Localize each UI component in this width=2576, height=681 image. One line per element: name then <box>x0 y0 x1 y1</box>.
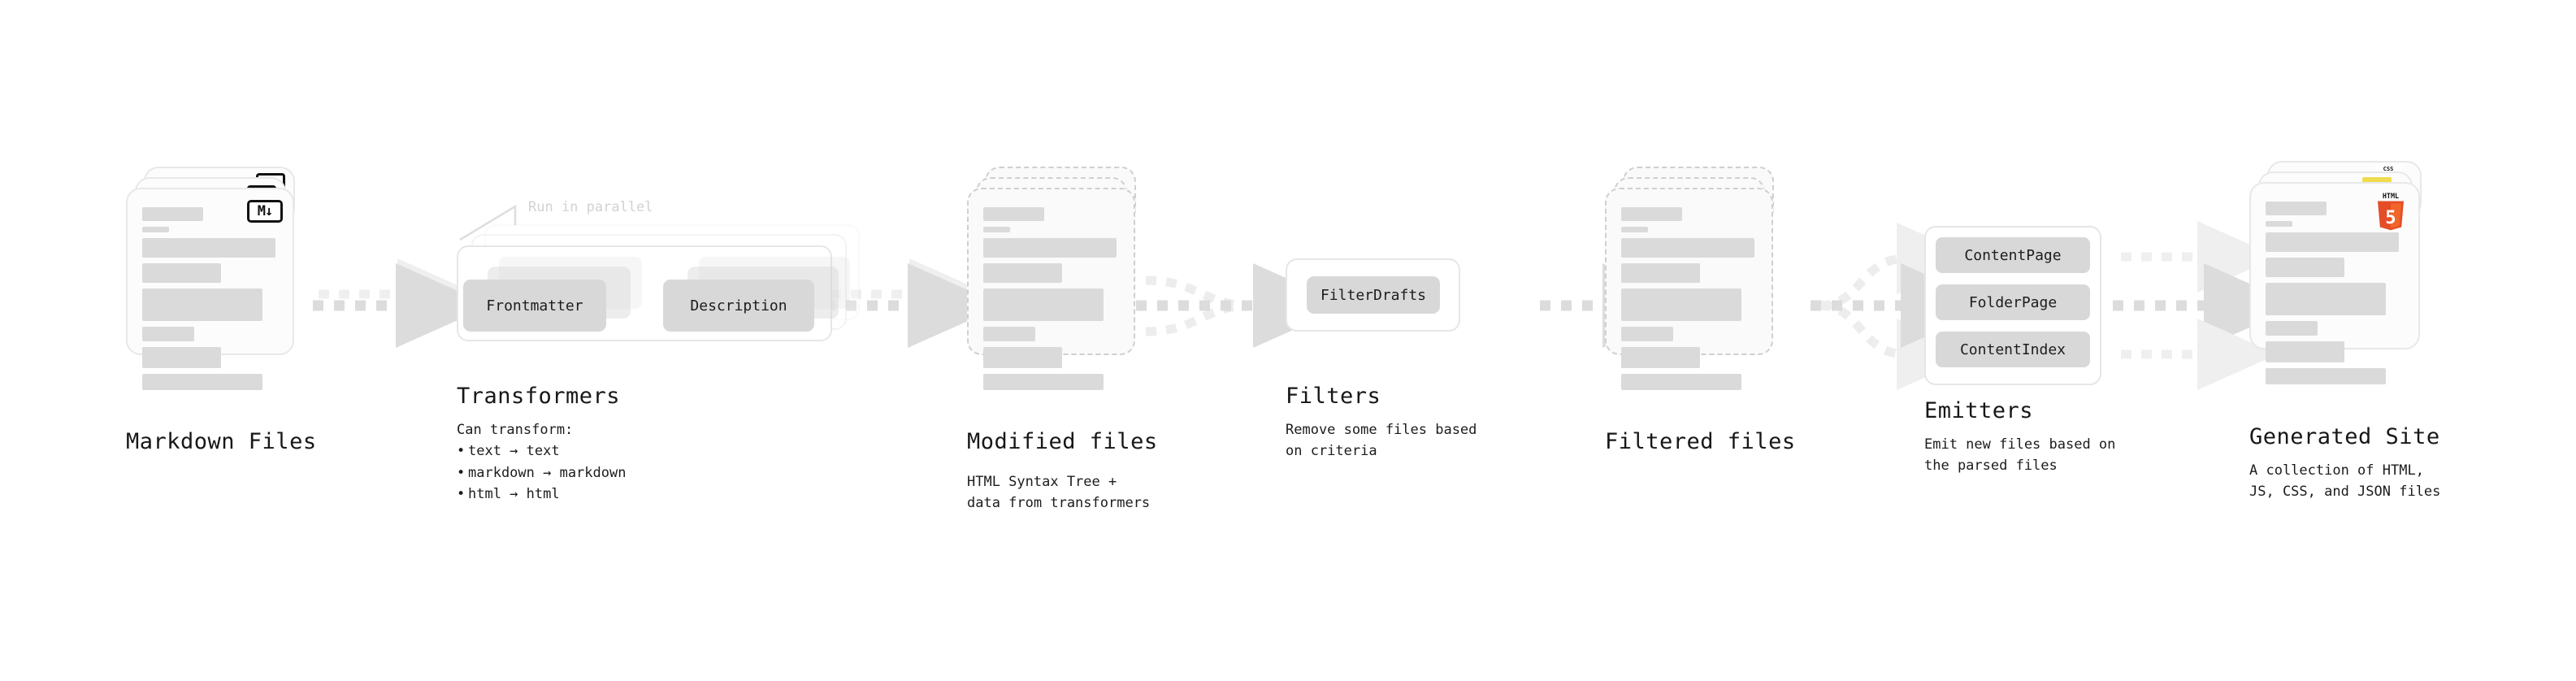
placeholder-bar <box>983 374 1104 390</box>
placeholder-bar <box>1621 327 1673 341</box>
arrow-markdown-to-transformers <box>313 258 491 348</box>
plugin-chip-contentpage[interactable]: ContentPage <box>1936 237 2090 273</box>
stage-title-transformers: Transformers <box>457 384 621 409</box>
placeholder-bar <box>2266 283 2386 315</box>
placeholder-bar <box>142 207 203 221</box>
placeholder-bar <box>983 227 1010 232</box>
stage-subtitle-emitters: Emit new files based on the parsed files <box>1924 436 2116 475</box>
paper-sheet-front: M↓ <box>126 188 294 390</box>
plugin-chip-frontmatter[interactable]: Frontmatter <box>463 280 606 332</box>
placeholder-bars <box>1621 207 1759 396</box>
placeholder-bar <box>1621 207 1682 221</box>
capability-item: html → html <box>457 484 626 505</box>
arrow-filtered-to-emitters <box>1811 223 1996 390</box>
capability-item: markdown → markdown <box>457 462 626 484</box>
placeholder-bar <box>142 347 221 368</box>
paper-sheet-front <box>1605 188 1773 390</box>
placeholder-bar <box>142 227 169 232</box>
placeholder-bar <box>142 288 262 321</box>
placeholder-bar <box>1621 347 1700 368</box>
stage-title-filtered-files: Filtered files <box>1605 429 1796 454</box>
placeholder-bar <box>983 263 1062 283</box>
stage-filtered-files <box>1605 167 1776 390</box>
run-in-parallel-annotation: Run in parallel <box>528 199 653 215</box>
placeholder-bar <box>2266 341 2344 362</box>
placeholder-bar <box>1621 227 1648 232</box>
css-icon-label: CSS <box>2383 166 2394 172</box>
modified-files-card-stack <box>967 167 1138 390</box>
paper-sheet-front <box>967 188 1135 390</box>
stage-subtitle-filters: Remove some files based on criteria <box>1286 422 1477 460</box>
arrow-modified-to-filters <box>1136 263 1348 348</box>
placeholder-bar <box>142 263 221 283</box>
placeholder-bars <box>142 207 280 396</box>
stage-title-modified-files: Modified files <box>967 429 1158 454</box>
html5-icon: HTML 5 <box>2378 192 2404 231</box>
capabilities-header: Can transform: <box>457 422 574 438</box>
paper-sheet-front: HTML 5 <box>2249 182 2420 384</box>
markdown-icon: M↓ <box>247 200 283 223</box>
placeholder-bar <box>2266 321 2318 336</box>
placeholder-bar <box>1621 238 1754 258</box>
placeholder-bar <box>142 327 194 341</box>
html5-icon-number: 5 <box>2385 207 2396 228</box>
placeholder-bar <box>983 238 1117 258</box>
placeholder-bars <box>983 207 1121 396</box>
plugin-chip-contentindex[interactable]: ContentIndex <box>1936 332 2090 367</box>
plugin-chip-folderpage[interactable]: FolderPage <box>1936 284 2090 320</box>
transformers-capabilities: Can transform: text → text markdown → ma… <box>457 419 626 505</box>
stage-title-filters: Filters <box>1286 384 1381 409</box>
placeholder-bar <box>2266 221 2292 227</box>
placeholder-bar <box>2266 232 2399 252</box>
markdown-files-card-stack: M↓ M↓ M↓ <box>126 167 297 390</box>
filtered-files-card-stack <box>1605 167 1776 390</box>
plugin-chip-filterdrafts[interactable]: FilterDrafts <box>1307 276 1440 314</box>
stage-modified-files <box>967 167 1138 390</box>
stage-title-markdown-files: Markdown Files <box>126 429 317 454</box>
plugin-chip-description[interactable]: Description <box>663 280 814 332</box>
stage-markdown-files: M↓ M↓ M↓ <box>126 167 297 390</box>
placeholder-bar <box>983 207 1044 221</box>
placeholder-bar <box>142 238 275 258</box>
placeholder-bar <box>983 327 1035 341</box>
svg-text:HTML: HTML <box>2383 192 2399 200</box>
placeholder-bar <box>2266 258 2344 277</box>
placeholder-bars <box>2266 202 2404 390</box>
placeholder-bar <box>983 288 1104 321</box>
generated-site-card-stack: CSS HTML 5 <box>2249 161 2424 384</box>
stage-subtitle-modified-files: HTML Syntax Tree + data from transformer… <box>967 474 1151 512</box>
stage-title-emitters: Emitters <box>1924 398 2034 423</box>
capability-item: text → text <box>457 440 626 462</box>
stage-title-generated-site: Generated Site <box>2249 424 2440 449</box>
stage-generated-site: CSS HTML 5 <box>2249 161 2424 384</box>
placeholder-bar <box>1621 288 1741 321</box>
placeholder-bar <box>1621 374 1741 390</box>
placeholder-bar <box>2266 368 2386 384</box>
arrow-emitters-to-site <box>2113 221 2299 390</box>
placeholder-bar <box>142 374 262 390</box>
stage-subtitle-generated-site: A collection of HTML, JS, CSS, and JSON … <box>2249 462 2441 501</box>
placeholder-bar <box>1621 263 1700 283</box>
placeholder-bar <box>2266 202 2327 215</box>
placeholder-bar <box>983 347 1062 368</box>
